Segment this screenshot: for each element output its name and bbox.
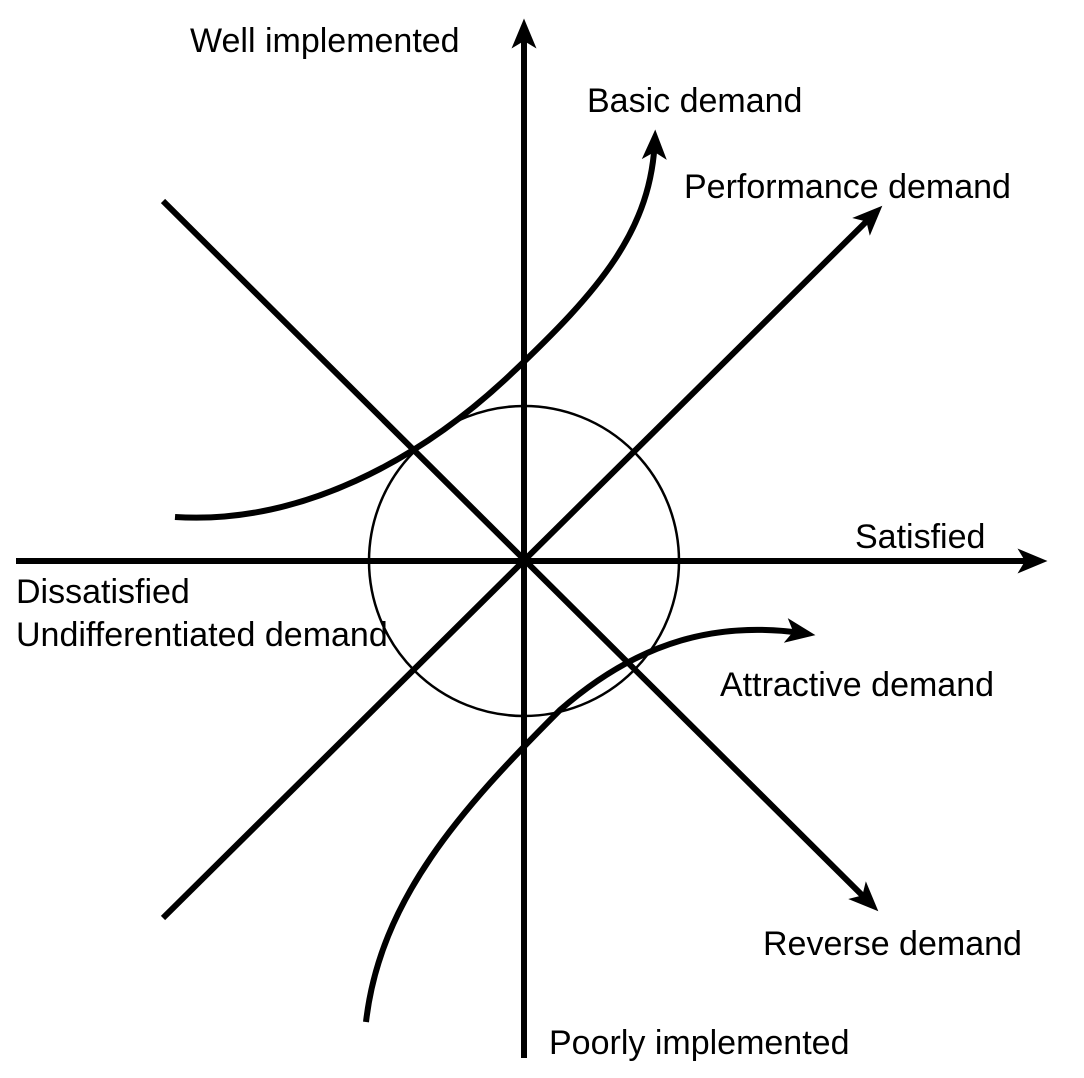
performance-demand-line xyxy=(160,205,883,921)
poorly-implemented-label: Poorly implemented xyxy=(549,1024,849,1062)
basic-demand-curve xyxy=(174,129,667,521)
basic-demand-label: Basic demand xyxy=(587,82,802,120)
attractive-demand-label: Attractive demand xyxy=(720,666,994,704)
attractive-demand-curve xyxy=(363,618,816,1023)
well-implemented-label: Well implemented xyxy=(190,22,460,60)
performance-demand-label: Performance demand xyxy=(684,168,1011,206)
dissatisfied-label: Dissatisfied xyxy=(16,573,190,611)
satisfied-label: Satisfied xyxy=(855,518,985,556)
reverse-demand-label: Reverse demand xyxy=(763,925,1022,963)
undifferentiated-demand-label: Undifferentiated demand xyxy=(16,616,388,654)
reverse-demand-line xyxy=(160,198,879,912)
